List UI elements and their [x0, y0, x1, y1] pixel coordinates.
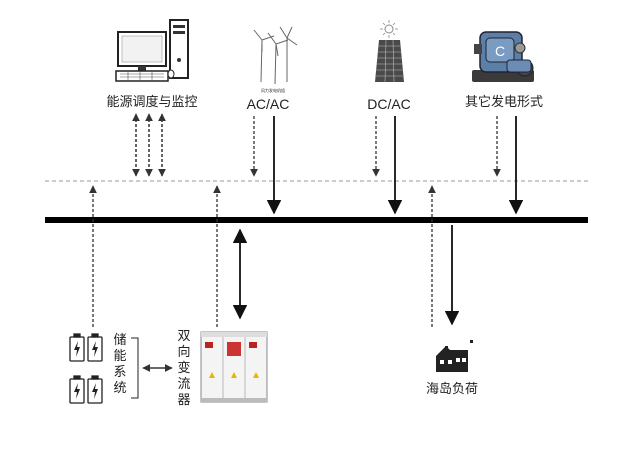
storage-label-2: 能 — [113, 349, 126, 364]
battery-icon — [69, 333, 103, 404]
converter-label-3: 变 — [177, 360, 190, 376]
storage-label-4: 统 — [113, 381, 126, 396]
converter-label-5: 器 — [177, 393, 190, 408]
converter-label-1: 双 — [177, 329, 190, 344]
cabinet-icon — [200, 331, 268, 403]
wind-turbine-caption: 风力发电机组 — [261, 87, 285, 93]
other-generation-label: 其它发电形式 — [465, 94, 543, 110]
storage-bracket — [131, 337, 139, 399]
storage-label-3: 系 — [113, 365, 126, 380]
computer-icon — [115, 19, 189, 82]
island-load-label: 海岛负荷 — [426, 381, 478, 397]
svg-text:C: C — [495, 43, 505, 59]
dc-ac-label: DC/AC — [367, 96, 411, 112]
energy-dispatch-label: 能源调度与监控 — [106, 94, 197, 110]
ac-ac-label: AC/AC — [247, 96, 290, 112]
converter-label-2: 向 — [177, 344, 190, 360]
converter-label-4: 流 — [177, 377, 190, 392]
dispatch-comm-arrows — [132, 113, 166, 177]
storage-label-1: 储 — [113, 333, 126, 348]
wind-turbine-icon — [253, 26, 298, 85]
generator-icon: C — [472, 31, 534, 82]
solar-panel-icon — [375, 20, 404, 83]
house-icon — [436, 340, 473, 372]
